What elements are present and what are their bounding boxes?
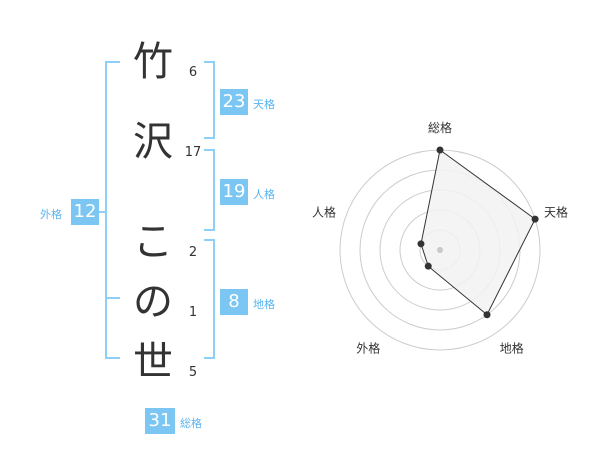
jin-kaku-label: 人格 (253, 188, 275, 201)
ten-bracket (204, 61, 215, 139)
name-char-5: 世 (133, 339, 173, 385)
so-kaku-value: 31 (145, 408, 175, 434)
radar-point-2 (531, 215, 539, 223)
chi-kaku-value: 8 (220, 289, 248, 315)
name-char-1: 竹 (133, 39, 173, 85)
stroke-count-3: 2 (188, 245, 198, 260)
radar-area (420, 149, 536, 316)
radar-points (417, 146, 539, 319)
chi-bracket (204, 239, 215, 359)
radar-axis-label-2: 天格 (544, 204, 568, 219)
ten-kaku-label: 天格 (253, 98, 275, 111)
name-char-3: こ (133, 219, 173, 265)
stroke-count-5: 5 (188, 365, 198, 380)
outer-bracket (105, 61, 120, 359)
radar-point-5 (417, 240, 425, 248)
gai-kaku-value: 12 (71, 199, 99, 225)
radar-center-dot (437, 247, 443, 253)
chi-kaku-label: 地格 (253, 298, 275, 311)
jin-kaku-value: 19 (220, 179, 248, 205)
radar-point-4 (424, 262, 432, 270)
name-char-2: 沢 (133, 119, 173, 165)
radar-axis-label-4: 外格 (356, 341, 380, 356)
stroke-count-4: 1 (188, 305, 198, 320)
gai-kaku-label: 外格 (40, 208, 62, 221)
radar-point-3 (483, 311, 491, 319)
stroke-count-1: 6 (188, 65, 198, 80)
radar-axis-label-1: 総格 (428, 120, 452, 135)
radar-axis-label-5: 人格 (312, 204, 336, 219)
jin-bracket (204, 149, 215, 231)
stroke-count-2: 17 (184, 145, 202, 160)
so-kaku-label: 総格 (180, 417, 202, 430)
radar-point-1 (436, 146, 444, 154)
ten-kaku-value: 23 (220, 89, 248, 115)
name-char-4: の (133, 279, 173, 325)
radar-axis-label-3: 地格 (500, 341, 524, 356)
